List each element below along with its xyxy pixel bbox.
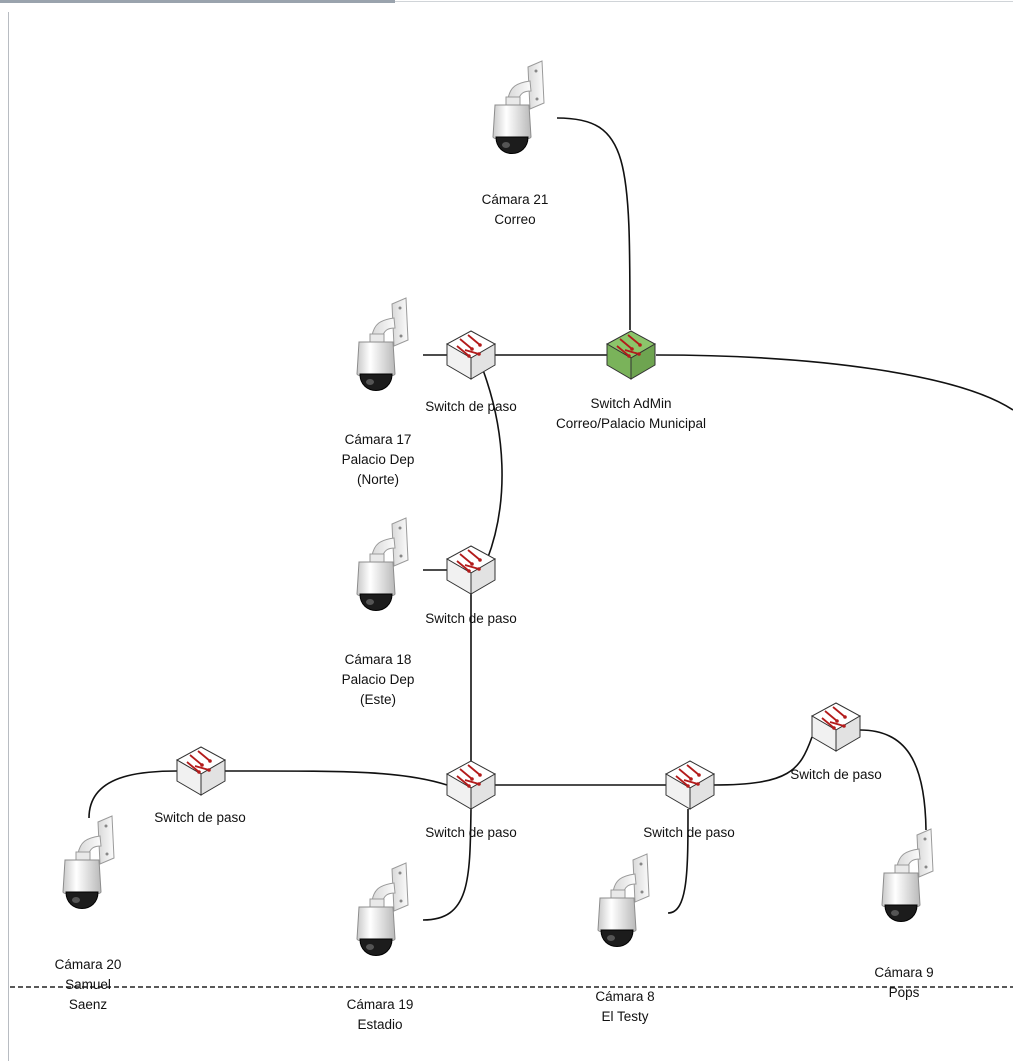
switch-label: Switch de paso: [425, 397, 517, 417]
switch-label-line: Switch de paso: [425, 611, 517, 626]
network-switch-icon[interactable]: [445, 760, 497, 810]
camera-label-line: Cámara 19: [346, 997, 414, 1012]
switch-label-line: Switch de paso: [790, 767, 882, 782]
connection-line: [422, 808, 472, 921]
camera-label: Cámara 9 Pops: [874, 963, 933, 1003]
network-switch-icon[interactable]: [810, 702, 862, 752]
camera-label-line: Cámara 8: [595, 989, 655, 1004]
ptz-camera-icon[interactable]: [356, 517, 409, 611]
camera-label-line: Correo: [494, 212, 536, 227]
network-switch-icon[interactable]: [175, 746, 227, 796]
camera-label-line: Saenz: [68, 997, 108, 1012]
camera-label: Cámara 21 Correo: [482, 190, 549, 230]
camera-label-line: Cámara 9: [874, 965, 934, 980]
camera-label-line: Samuel: [65, 977, 111, 992]
switch-label: Switch de paso: [425, 823, 517, 843]
camera-label: Cámara 19 Estadio: [347, 995, 414, 1035]
camera-label: Cámara 17 Palacio Dep (Norte): [342, 430, 415, 490]
switch-label: Switch de paso: [643, 823, 735, 843]
camera-label-line: Cámara 20: [54, 957, 122, 972]
camera-label-line: Cámara 21: [481, 192, 549, 207]
ptz-camera-icon[interactable]: [492, 60, 545, 154]
connection-line: [859, 729, 927, 831]
camera-label-line: El Testy: [601, 1009, 649, 1024]
connection-line: [224, 770, 448, 786]
connection-line: [667, 808, 689, 914]
camera-label-line: Palacio Dep: [341, 672, 415, 687]
connection-line: [713, 736, 813, 786]
ptz-camera-icon[interactable]: [881, 828, 934, 922]
connection-line: [556, 117, 631, 331]
switch-label-line: Switch de paso: [154, 810, 246, 825]
network-switch-icon[interactable]: [445, 545, 497, 595]
ptz-camera-icon[interactable]: [597, 853, 650, 947]
switch-label-line: Switch de paso: [425, 399, 517, 414]
switch-label: Switch de paso: [790, 765, 882, 785]
camera-label-line: Estadio: [357, 1017, 403, 1032]
connection-lines: [88, 117, 1013, 921]
switch-label-line: Switch de paso: [425, 825, 517, 840]
camera-label-line: (Este): [359, 692, 397, 707]
top-border: [395, 1, 1013, 2]
switch-label-line: Switch de paso: [643, 825, 735, 840]
connection-line: [88, 770, 178, 819]
switch-label-line: Correo/Palacio Municipal: [555, 416, 707, 431]
network-switch-icon[interactable]: [605, 330, 657, 380]
camera-label-line: Cámara 17: [344, 432, 412, 447]
camera-label-line: Palacio Dep: [341, 452, 415, 467]
camera-label-line: (Norte): [356, 472, 400, 487]
camera-label: Cámara 8 El Testy: [595, 987, 654, 1027]
camera-label-line: Cámara 18: [344, 652, 412, 667]
connection-line: [482, 369, 503, 561]
switch-label: Switch de paso: [425, 609, 517, 629]
switch-label-line: Switch AdMin: [590, 396, 672, 411]
left-border: [8, 12, 9, 1061]
top-tab-border: [0, 0, 395, 3]
ptz-camera-icon[interactable]: [356, 862, 409, 956]
camera-label-line: Pops: [888, 985, 920, 1000]
switch-label: Switch de paso: [154, 808, 246, 828]
ptz-camera-icon[interactable]: [62, 815, 115, 909]
network-switch-icon[interactable]: [664, 760, 716, 810]
ptz-camera-icon[interactable]: [356, 297, 409, 391]
camera-label: Cámara 18 Palacio Dep (Este): [342, 650, 415, 710]
connection-line: [655, 354, 1013, 411]
network-switch-icon[interactable]: [445, 330, 497, 380]
